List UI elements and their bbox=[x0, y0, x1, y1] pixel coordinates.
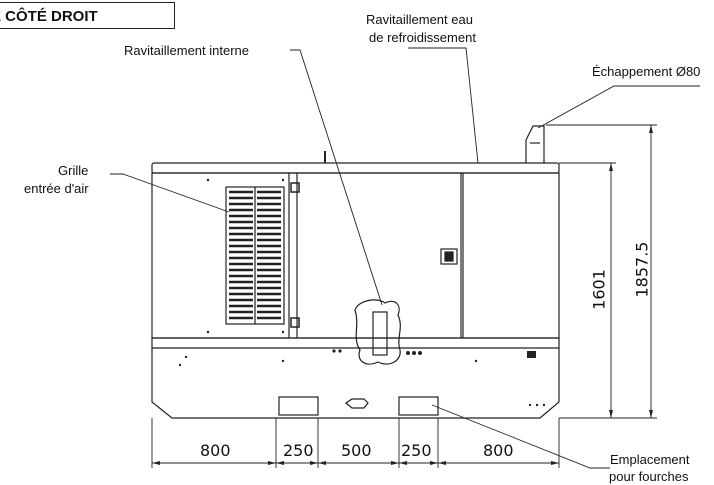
leader-air-grille bbox=[110, 173, 230, 213]
dimension-height-body: 1601 bbox=[589, 269, 609, 310]
base-frame bbox=[151, 337, 560, 349]
internal-fill-cutout bbox=[354, 299, 401, 365]
leader-internal-fill bbox=[290, 49, 383, 306]
label-fork-slots-line1: Emplacement bbox=[610, 452, 690, 467]
air-grille-slats bbox=[229, 190, 281, 320]
label-cooling-water-fill-line1: Ravitaillement eau bbox=[366, 12, 473, 27]
fork-slot-left bbox=[278, 396, 319, 416]
dimension-width-3: 500 bbox=[341, 441, 372, 460]
leader-fork-slots bbox=[431, 404, 610, 469]
dimension-height-total: 1857.5 bbox=[632, 241, 652, 298]
dimension-width-4: 250 bbox=[401, 441, 432, 460]
base-skid bbox=[151, 348, 560, 419]
roof-panel bbox=[151, 162, 560, 174]
leader-exhaust bbox=[537, 85, 700, 129]
label-exhaust: Échappement Ø80 bbox=[592, 64, 701, 79]
label-fork-slots-line2: pour fourches bbox=[609, 469, 689, 484]
fork-slot-right bbox=[398, 396, 439, 416]
dimension-width-5: 800 bbox=[483, 441, 514, 460]
leader-cooling-water bbox=[408, 47, 479, 164]
view-title: E CÔTÉ DROIT bbox=[0, 2, 175, 29]
label-air-grille-line2: entrée d'air bbox=[24, 181, 89, 196]
door-handle-icon bbox=[440, 248, 458, 265]
label-cooling-water-fill-line2: de refroidissement bbox=[369, 30, 476, 45]
label-internal-fill: Ravitaillement interne bbox=[124, 43, 250, 58]
dimension-width-1: 800 bbox=[200, 441, 231, 460]
dimension-width-2: 250 bbox=[283, 441, 314, 460]
label-air-grille-line1: Grille bbox=[58, 163, 89, 178]
exhaust-pipe bbox=[525, 125, 545, 163]
